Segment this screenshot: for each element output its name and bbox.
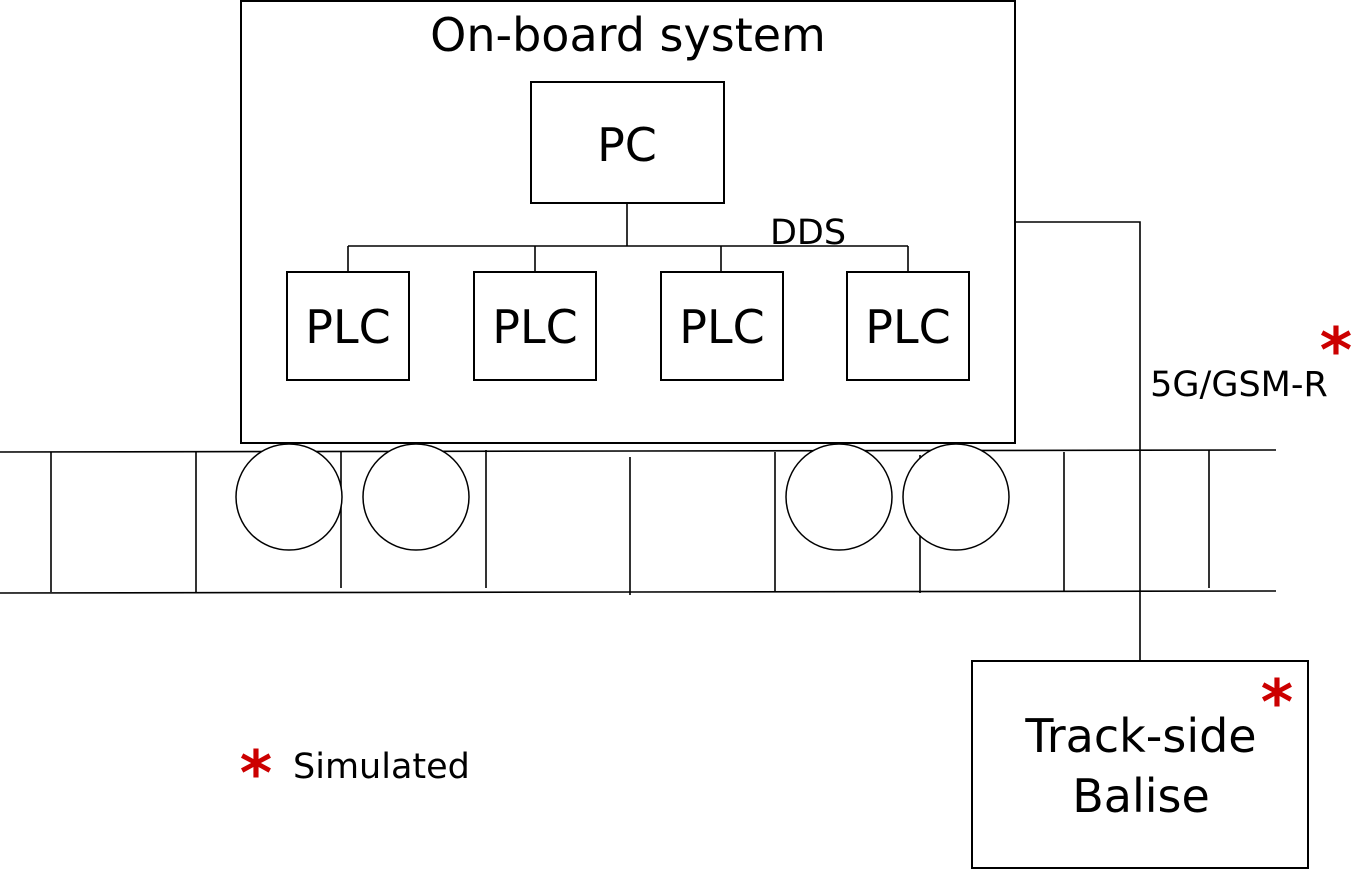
plc-box-1 <box>286 271 410 381</box>
balise-label-line1: Track-side <box>1024 709 1256 763</box>
plc-box-2 <box>473 271 597 381</box>
pc-label: PC <box>597 118 657 172</box>
rail-bottom <box>0 590 1277 594</box>
dds-label: DDS <box>770 213 846 253</box>
legend-label: Simulated <box>293 747 470 787</box>
link-label: 5G/GSM-R <box>1150 365 1328 405</box>
plc-label-2: PLC <box>492 300 578 354</box>
balise-simulated-marker: * <box>1261 666 1293 739</box>
wheel <box>902 443 1010 551</box>
legend-marker: * <box>240 737 272 810</box>
plc-label-1: PLC <box>305 300 391 354</box>
dds-bus <box>347 203 909 272</box>
onboard-system-title: On-board system <box>430 8 826 62</box>
balise-label-line2: Balise <box>1072 769 1210 823</box>
train-wheels <box>235 443 1010 551</box>
rail-top <box>0 449 1277 453</box>
plc-label-4: PLC <box>865 300 951 354</box>
railway-track <box>0 449 1277 595</box>
wheel <box>235 443 343 551</box>
radio-link-line <box>1015 221 1141 660</box>
plc-box-3 <box>660 271 784 381</box>
wheel <box>362 443 470 551</box>
link-simulated-marker: * <box>1320 314 1352 387</box>
plc-box-4 <box>846 271 970 381</box>
link-label-background <box>1142 367 1334 405</box>
plc-label-3: PLC <box>679 300 765 354</box>
wheel <box>785 443 893 551</box>
legend: * Simulated <box>240 737 470 810</box>
balise-box <box>971 660 1309 869</box>
onboard-system-box <box>240 0 1016 444</box>
